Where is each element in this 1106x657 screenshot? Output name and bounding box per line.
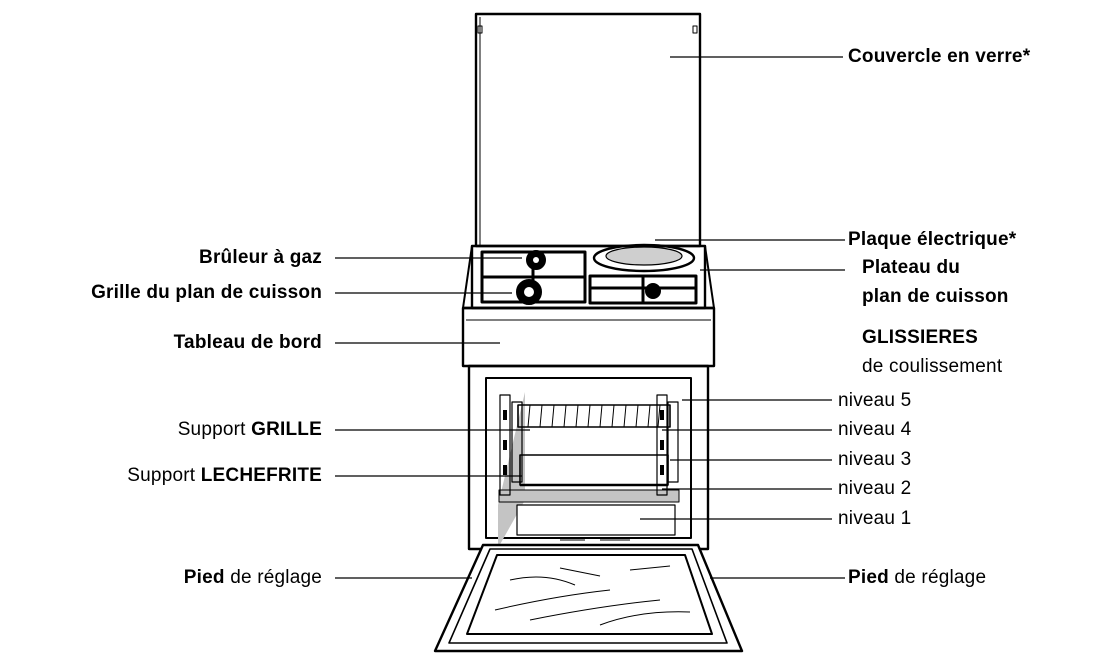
- label-couvercle: Couvercle en verre*: [848, 46, 1031, 67]
- label-glissieres-line2: de coulissement: [862, 356, 1003, 377]
- control-panel: [461, 306, 716, 368]
- label-tableau: Tableau de bord: [173, 332, 322, 353]
- label-plaque: Plaque électrique*: [848, 229, 1017, 250]
- label-pied-right: Pied de réglage: [848, 567, 987, 588]
- label-support-lechefrite: Support LECHEFRITE: [127, 465, 322, 486]
- label-bruleur: Brûleur à gaz: [199, 247, 322, 268]
- oven-body: [467, 364, 710, 551]
- label-plateau-line2: plan de cuisson: [862, 286, 1009, 307]
- label-niveau-4: niveau 4: [838, 419, 912, 440]
- label-niveau-3: niveau 3: [838, 449, 912, 470]
- label-niveau-5: niveau 5: [838, 390, 912, 411]
- label-pied-left: Pied de réglage: [183, 567, 322, 588]
- cooktop: [462, 243, 715, 310]
- glass-lid: [474, 12, 702, 248]
- label-niveau-2: niveau 2: [838, 478, 912, 499]
- leader-lines: [335, 56, 845, 579]
- label-support-grille: Support GRILLE: [177, 419, 322, 440]
- label-grille-plan: Grille du plan de cuisson: [91, 282, 322, 303]
- label-glissieres-line1: GLISSIERES: [862, 327, 979, 348]
- label-plateau-line1: Plateau du: [862, 257, 961, 278]
- label-niveau-1: niveau 1: [838, 508, 912, 529]
- oven-door: [433, 543, 744, 653]
